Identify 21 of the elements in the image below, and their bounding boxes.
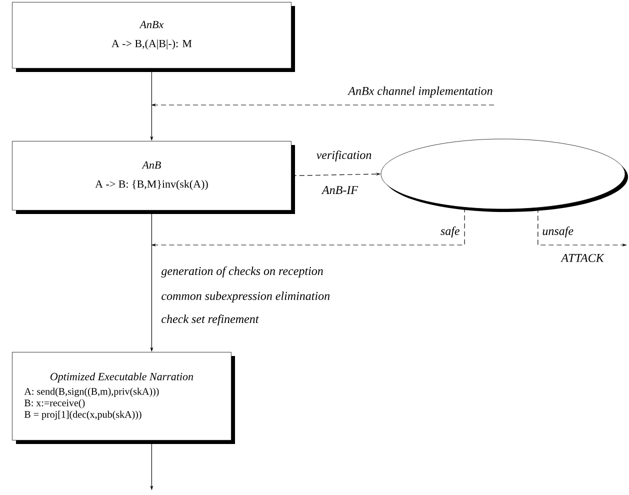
rule-text: A -> B,(A|B|-): M (112, 40, 192, 50)
annotation-text: AnB-IF (321, 186, 358, 194)
process-box (12, 2, 295, 72)
rule-text: A -> B: {B,M}inv(sk(A)) (95, 180, 208, 190)
annotation-text: common subexpression elimination (162, 292, 330, 302)
node-title: AnB (142, 161, 161, 169)
edge-label: unsafe (542, 226, 574, 238)
edge-label: safe (440, 226, 460, 238)
annotation-text: AnBx channel implementation (348, 86, 492, 98)
code-line: B: x:=receive() (24, 399, 85, 408)
code-line: B = proj[1](dec(x,pub(skA))) (24, 410, 142, 420)
code-line: A: send(B,sign((B,m),priv(skA))) (24, 388, 159, 397)
process-box (12, 352, 235, 444)
node-title: Optimized Executable Narration (50, 372, 194, 383)
annotation-text: generation of checks on reception (161, 266, 323, 278)
node-title: AnBx (139, 20, 164, 28)
tool-ellipse (380, 138, 628, 212)
annotation-text: ATTACK (560, 254, 604, 262)
edge-label: verification (316, 150, 372, 162)
process-box (12, 141, 295, 214)
annotation-text: check set refinement (162, 314, 259, 326)
